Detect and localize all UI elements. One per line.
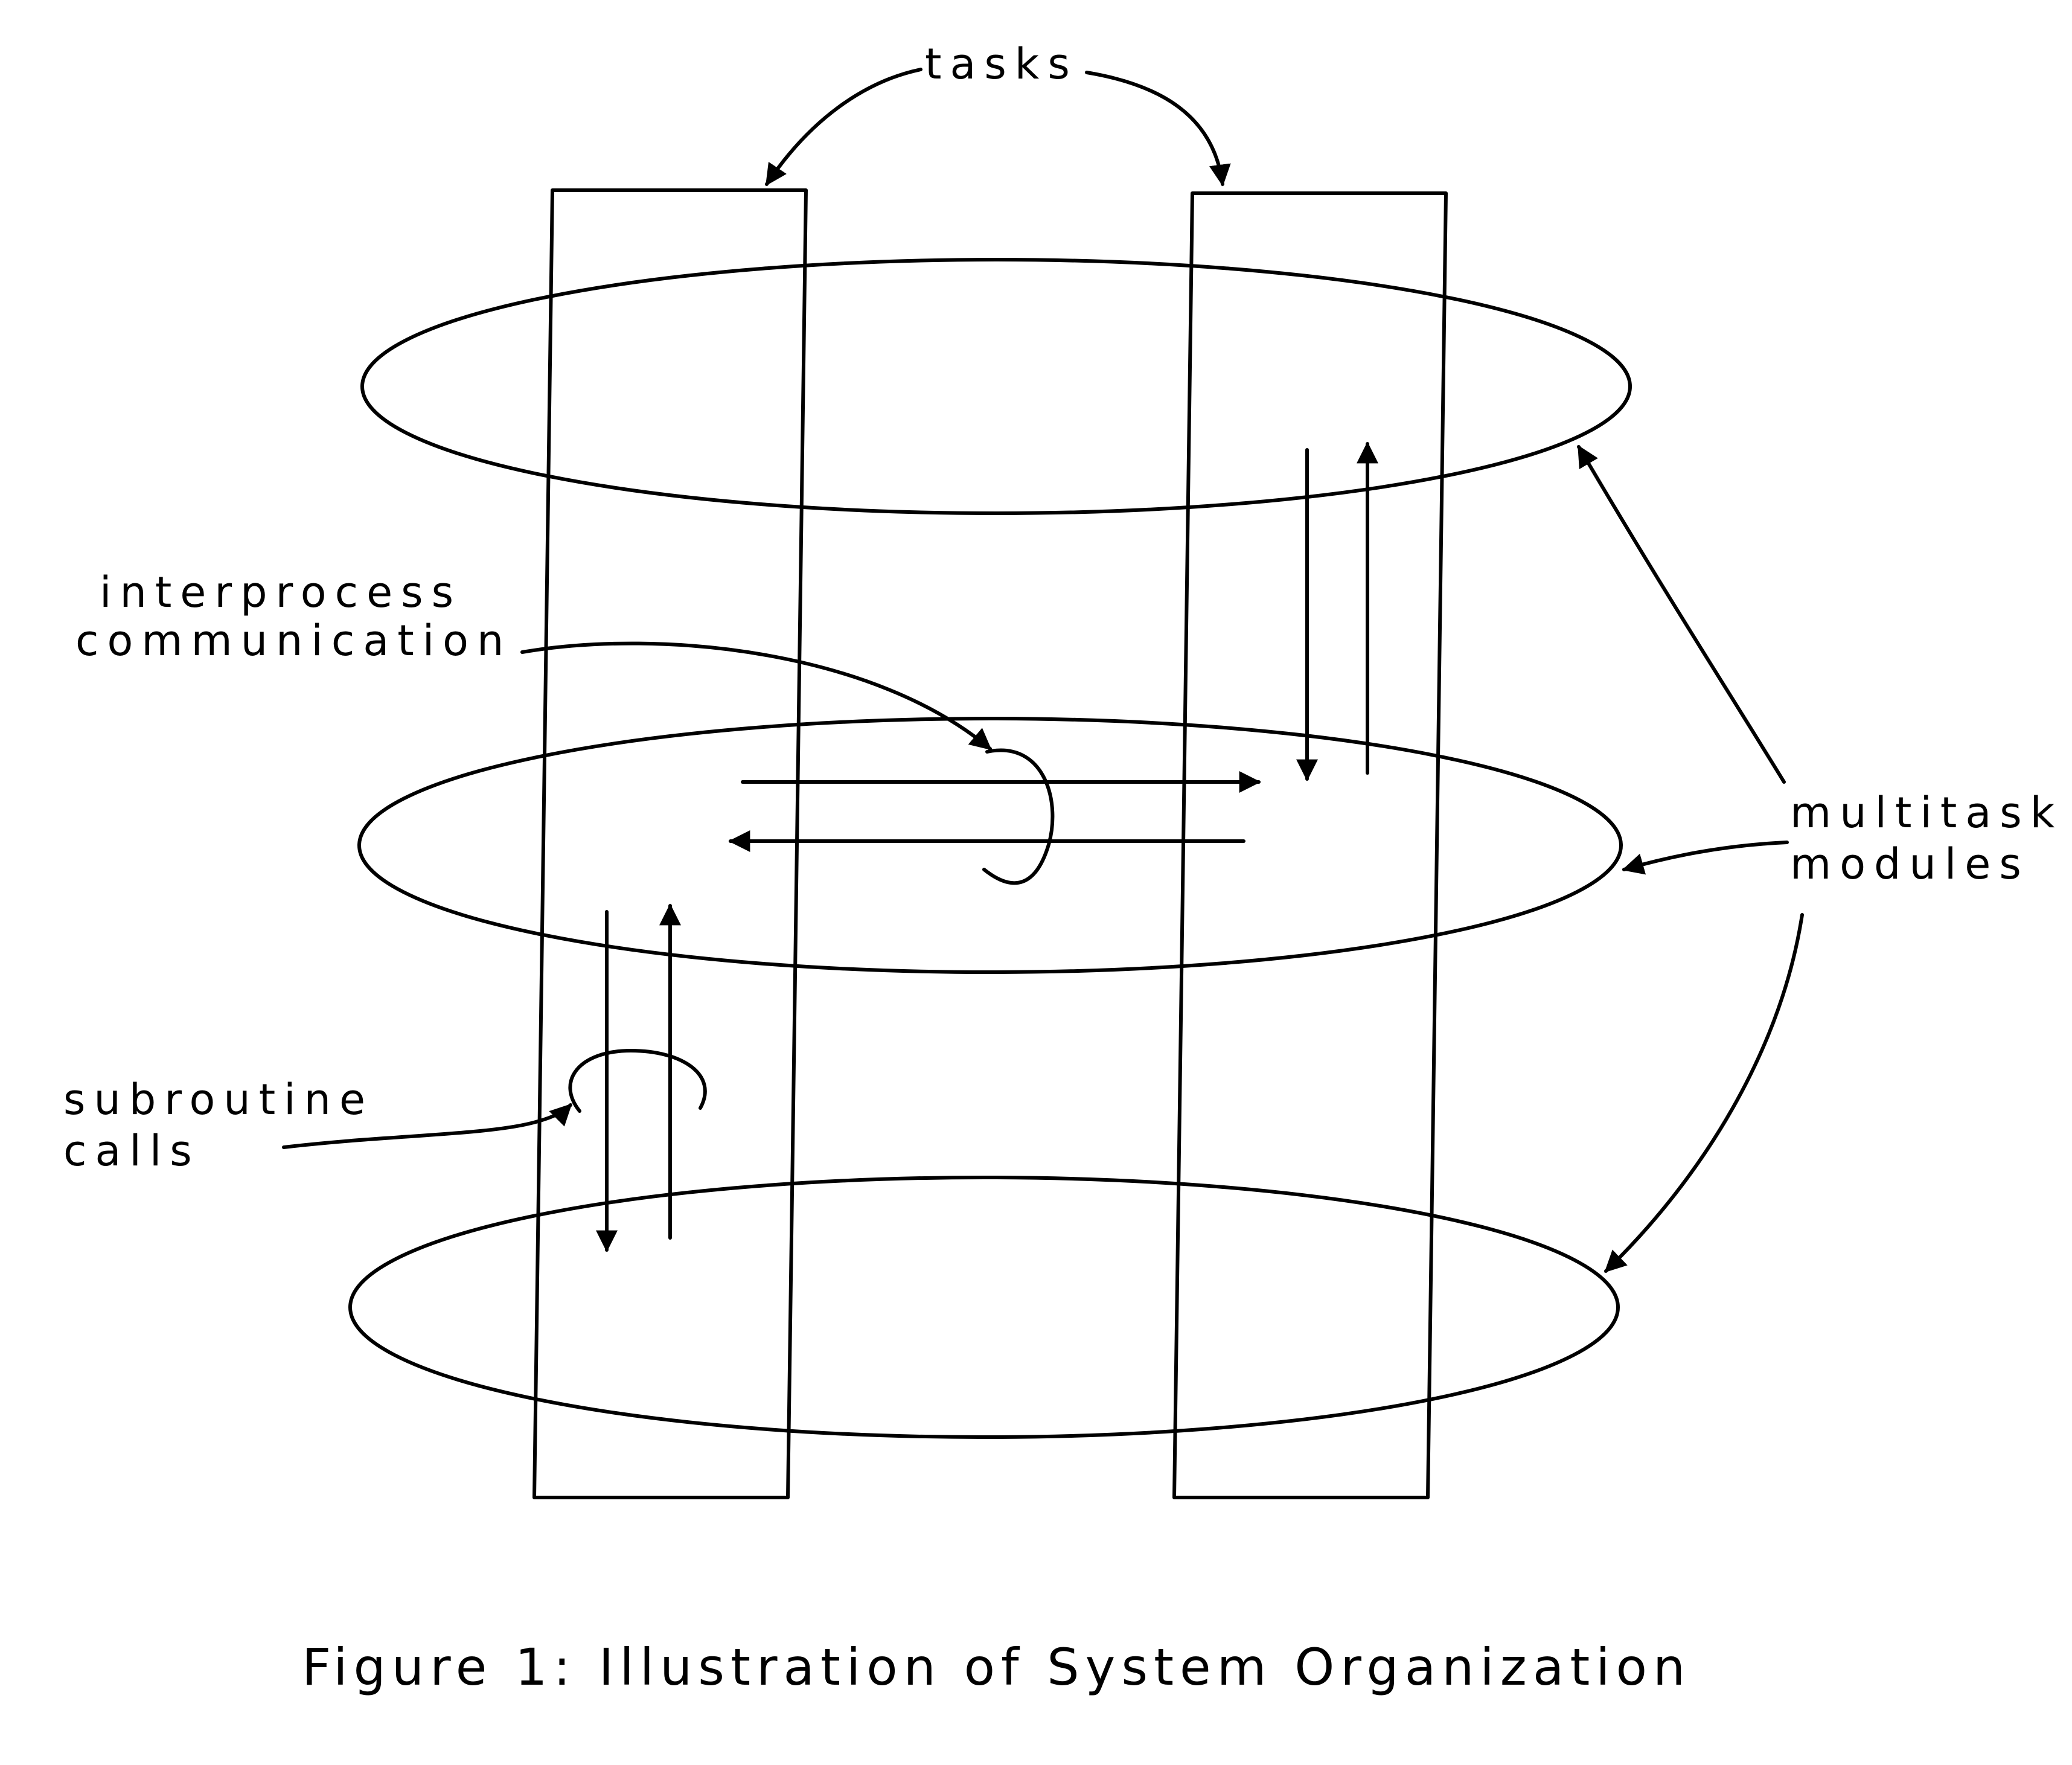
tasks-arrow-right xyxy=(1085,71,1231,187)
module-ellipse-bottom xyxy=(348,1176,1620,1439)
label-multitask-line1: multitask xyxy=(1790,788,2063,838)
task-bar-right xyxy=(1172,191,1448,1499)
figure-caption: Figure 1: Illustration of System Organiz… xyxy=(302,1638,1691,1697)
tasks-arrow-left xyxy=(765,68,922,186)
label-ipc-line1: interprocess xyxy=(100,568,462,617)
label-ipc-line2: communication xyxy=(75,616,512,665)
modules-arrow-bottom xyxy=(1604,913,1804,1273)
module-ellipse-top xyxy=(360,258,1632,515)
label-subroutine-line2: calls xyxy=(63,1126,200,1176)
modules-arrow-middle xyxy=(1622,841,1789,875)
ipc-leader-arrow xyxy=(520,641,992,751)
label-multitask-line2: modules xyxy=(1790,839,2030,889)
modules-arrow-top xyxy=(1577,444,1786,784)
task-bar-left xyxy=(532,188,808,1499)
label-subroutine-line1: subroutine xyxy=(63,1075,374,1124)
module-ellipse-middle xyxy=(357,717,1623,974)
subroutine-leader-arrow xyxy=(282,1103,572,1149)
label-tasks: tasks xyxy=(925,39,1078,89)
ipc-curl xyxy=(982,748,1055,885)
subroutine-curl xyxy=(568,1049,707,1113)
